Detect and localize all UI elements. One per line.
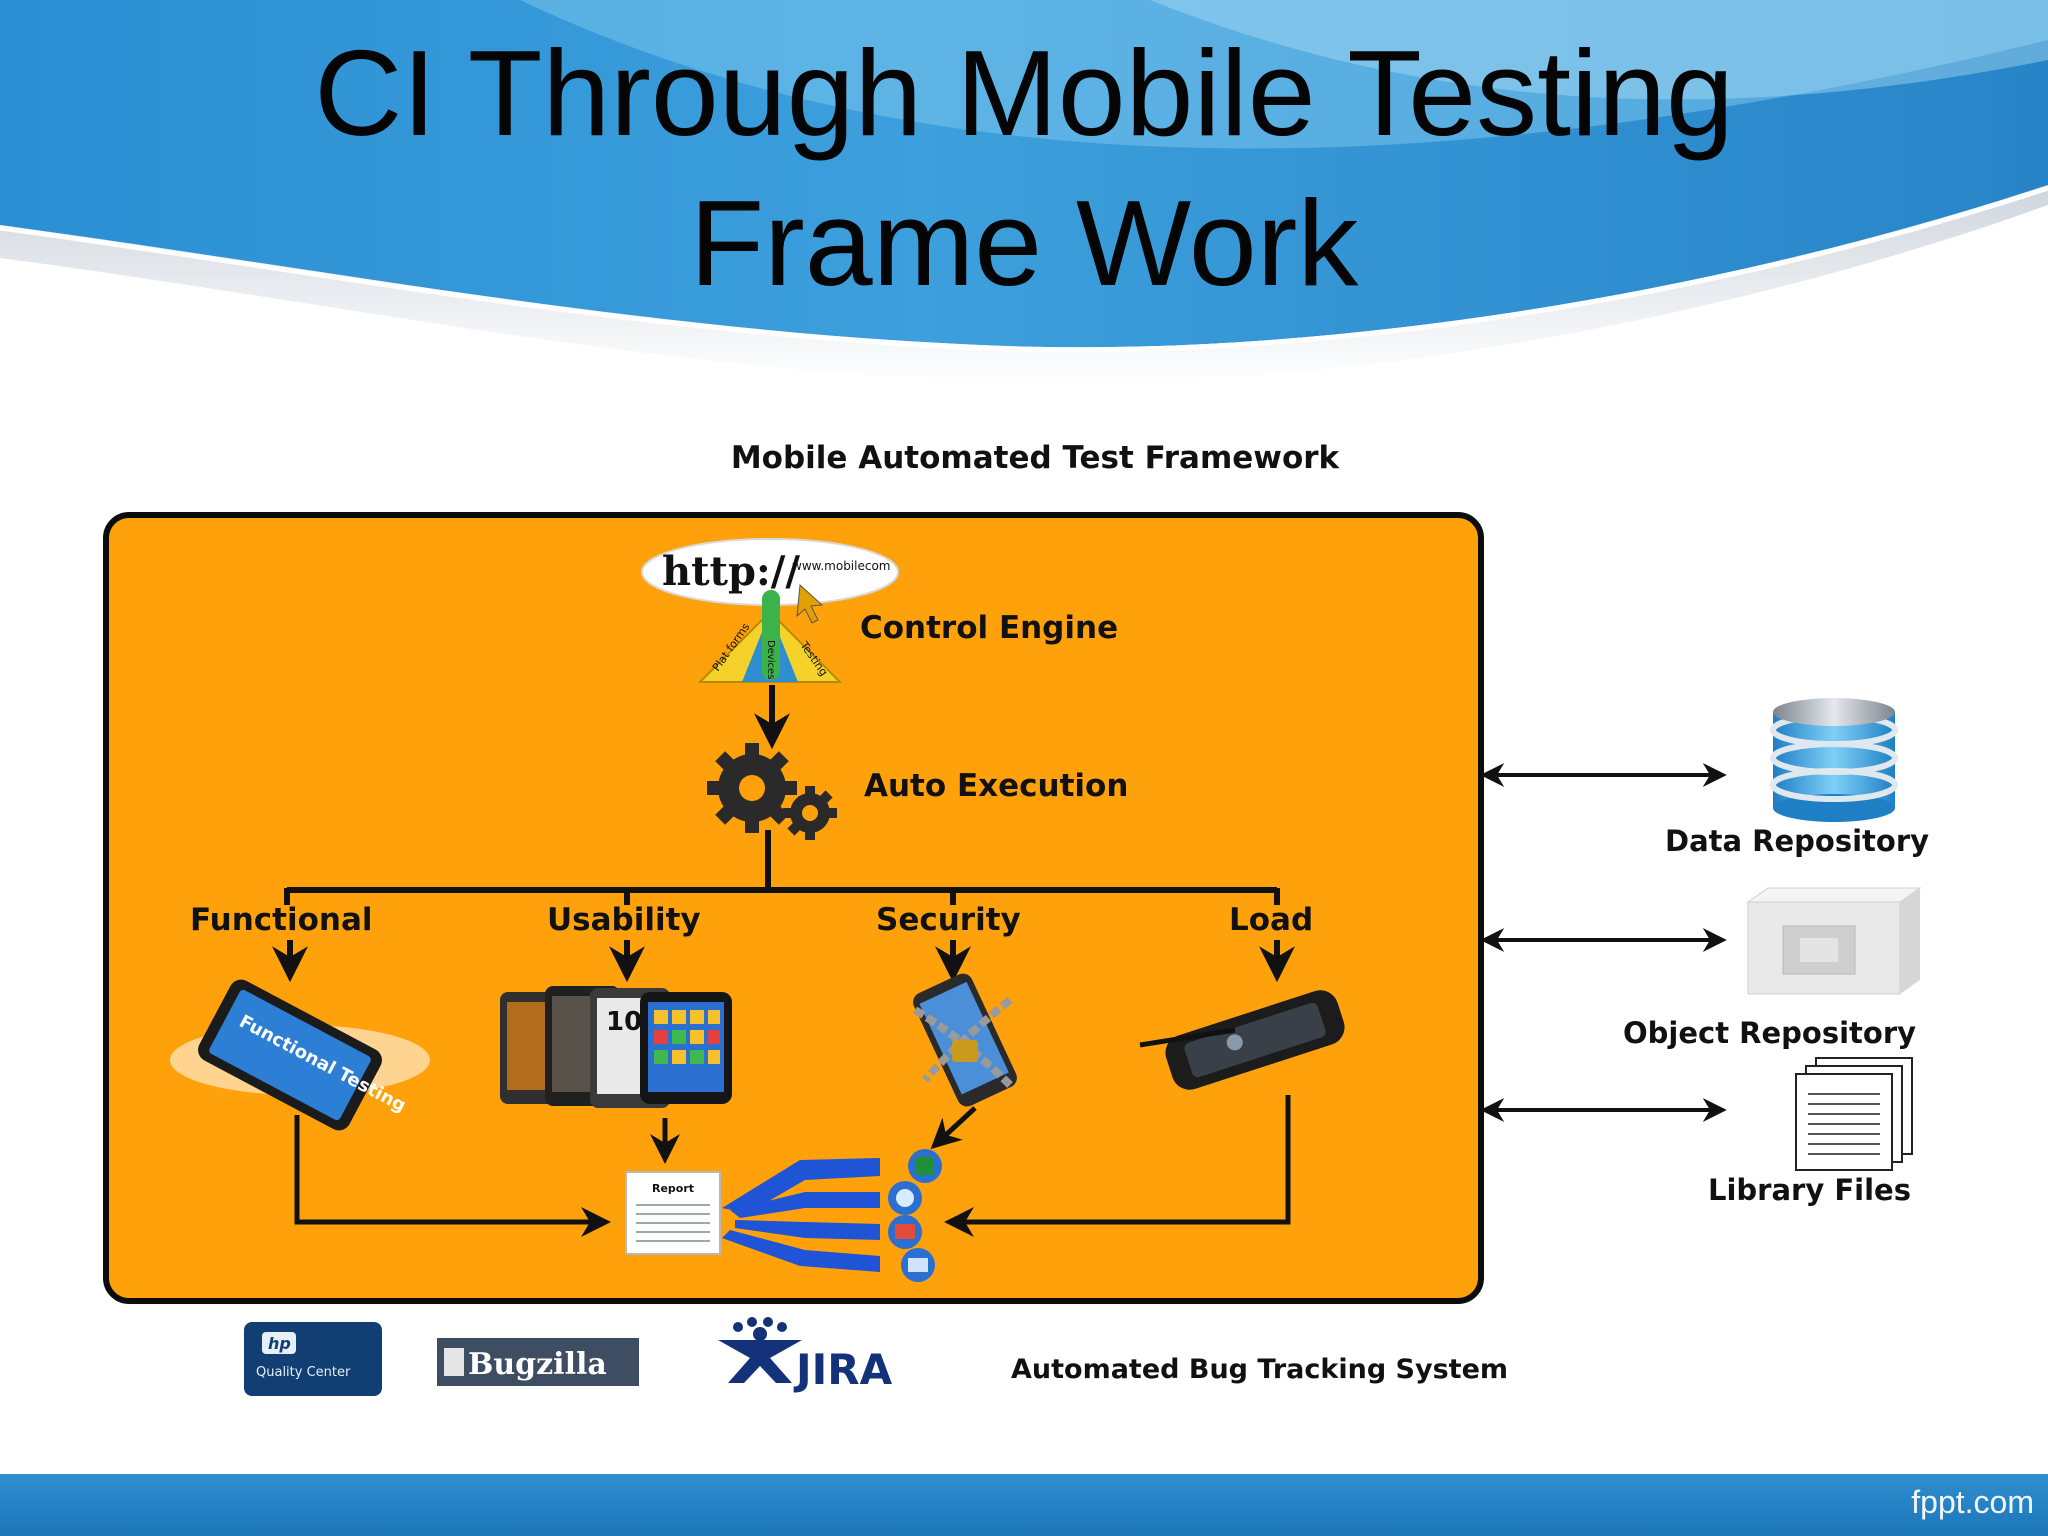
library-files-label: Library Files <box>1708 1173 1911 1207</box>
quality-center-text: Quality Center <box>256 1365 351 1380</box>
slide-title-line-1: CI Through Mobile Testing <box>314 25 1734 161</box>
repository-arrows <box>1480 763 1727 1122</box>
library-files-icon <box>1795 1057 1913 1171</box>
object-repository-label: Object Repository <box>1623 1016 1917 1050</box>
footer-brand: fppt.com <box>1911 1484 2034 1520</box>
jira-text: JIRA <box>793 1345 893 1394</box>
branch-arrows <box>272 940 1295 983</box>
url-bubble-icon: http:// www.mobilecom <box>641 538 899 624</box>
database-icon <box>1770 698 1898 822</box>
url-small-text: www.mobilecom <box>792 559 890 573</box>
branch-security-label: Security <box>876 902 1021 938</box>
object-repository-icon <box>1746 887 1922 995</box>
branch-functional-label: Functional <box>190 902 373 938</box>
funnel-label-devices: Devices <box>765 640 776 679</box>
jira-logo: JIRA <box>718 1317 893 1394</box>
report-connectors <box>294 1095 1291 1237</box>
usability-phones-icon: 10 <box>500 986 732 1108</box>
report-label: Report <box>652 1182 694 1195</box>
security-locked-phone-icon <box>912 973 1017 1107</box>
branch-connectors <box>284 830 1280 905</box>
bugzilla-logo: Bugzilla <box>437 1338 639 1386</box>
header-background <box>0 0 2048 440</box>
auto-execution-label: Auto Execution <box>864 768 1129 804</box>
branch-load-label: Load <box>1229 902 1314 938</box>
slide-title: CI Through Mobile Testing Frame Work <box>0 18 2048 318</box>
gears-icon <box>707 743 837 840</box>
footer-bar <box>0 1474 2048 1536</box>
diagram-title: Mobile Automated Test Framework <box>730 440 1340 476</box>
control-engine-label: Control Engine <box>860 610 1119 646</box>
bugzilla-text: Bugzilla <box>468 1347 607 1382</box>
load-phone-icon <box>1139 990 1345 1090</box>
slide-title-line-2: Frame Work <box>689 175 1359 311</box>
hp-text: hp <box>268 1334 291 1353</box>
branch-usability-label: Usability <box>547 902 701 938</box>
data-repository-label: Data Repository <box>1665 824 1930 858</box>
bug-tracking-label: Automated Bug Tracking System <box>1011 1354 1509 1385</box>
quality-center-logo: hp Quality Center <box>244 1322 382 1396</box>
url-main-text: http:// <box>662 548 800 595</box>
distribution-fan-icon <box>722 1149 942 1282</box>
functional-testing-phone-icon: Functional Testing <box>170 979 430 1131</box>
report-document-icon: Report <box>625 1171 721 1255</box>
phone-clock-text: 10 <box>606 1007 642 1037</box>
